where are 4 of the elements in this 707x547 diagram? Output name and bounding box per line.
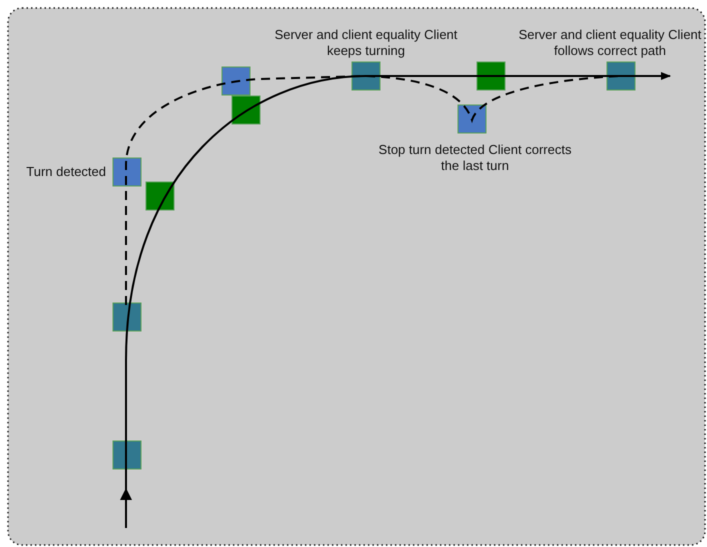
- annotation-text: Server and client equality Client follows correct path: [518, 27, 702, 59]
- annotation-text: Turn detected: [25, 164, 106, 180]
- annotation-text: Stop turn detected Client corrects the last turn: [378, 142, 572, 174]
- annotation-text: Server and client equality Client keeps turning: [274, 27, 458, 59]
